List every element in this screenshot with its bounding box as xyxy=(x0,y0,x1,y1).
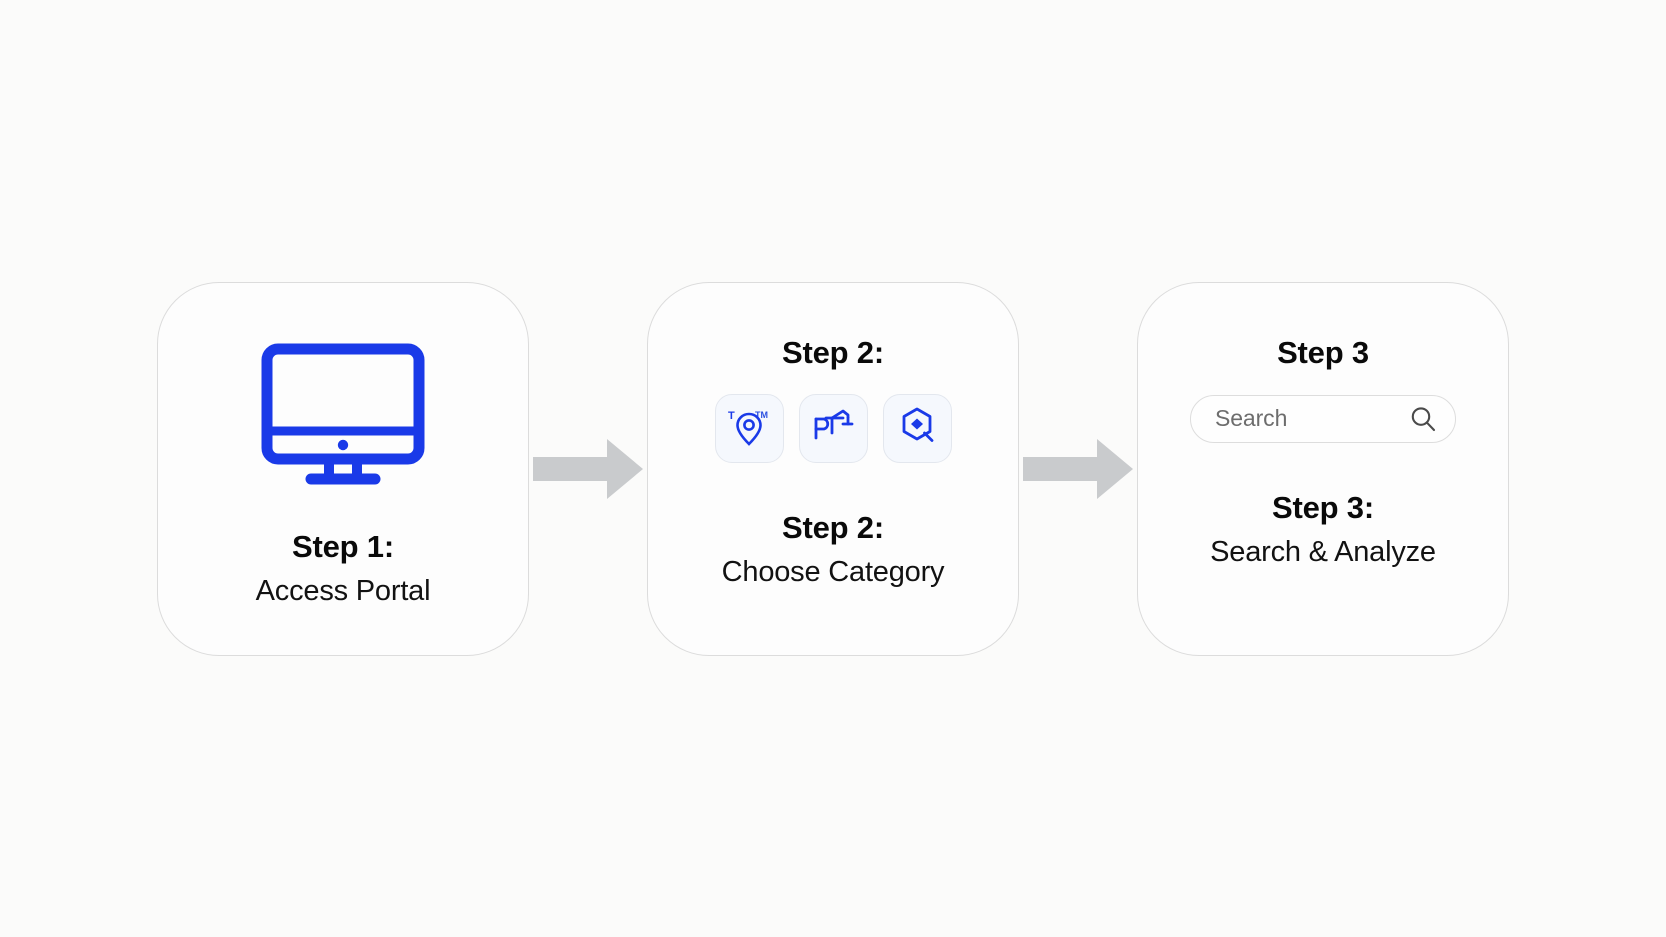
process-flow: Step 1: Access Portal Step 2: T TM xyxy=(157,281,1509,656)
step-card-1[interactable]: Step 1: Access Portal xyxy=(157,281,529,656)
svg-text:T: T xyxy=(728,410,735,422)
step-3-head-title: Step 3 xyxy=(1277,334,1369,370)
step-2-caption-title: Step 2: xyxy=(782,509,884,545)
category-tile-2[interactable] xyxy=(798,393,868,463)
connector-arrow-1 xyxy=(529,432,647,506)
step-3-caption-title: Step 3: xyxy=(1272,489,1374,525)
search-icon[interactable] xyxy=(1408,404,1438,434)
step-1-caption: Step 1: Access Portal xyxy=(256,529,431,609)
search-placeholder: Search xyxy=(1215,405,1288,431)
svg-text:TM: TM xyxy=(755,410,768,420)
step-card-2[interactable]: Step 2: T TM xyxy=(647,281,1019,656)
search-input[interactable]: Search xyxy=(1190,394,1456,443)
arrow-right-icon xyxy=(529,432,647,506)
category-tile-1[interactable]: T TM xyxy=(714,393,784,463)
connector-arrow-2 xyxy=(1019,432,1137,506)
step-1-caption-sub: Access Portal xyxy=(255,575,431,608)
bridge-crane-pt-icon xyxy=(810,405,856,452)
step-3-caption: Step 3: Search & Analyze xyxy=(1210,490,1436,570)
step-2-caption-sub: Choose Category xyxy=(721,556,945,589)
step-3-caption-sub: Search & Analyze xyxy=(1210,536,1436,569)
location-pin-trademark-icon: T TM xyxy=(726,405,772,452)
step-2-caption: Step 2: Choose Category xyxy=(722,510,945,590)
hexagon-gem-icon xyxy=(896,405,938,452)
step-1-caption-title: Step 1: xyxy=(292,528,394,564)
step-1-icon-area xyxy=(261,339,425,489)
category-tile-row: T TM xyxy=(714,393,952,463)
step-2-head-title: Step 2: xyxy=(782,334,884,370)
desktop-monitor-icon xyxy=(261,343,425,485)
arrow-right-icon xyxy=(1019,432,1137,506)
category-tile-3[interactable] xyxy=(882,393,952,463)
step-card-3[interactable]: Step 3 Search Step 3: Search & Analyze xyxy=(1137,281,1509,656)
